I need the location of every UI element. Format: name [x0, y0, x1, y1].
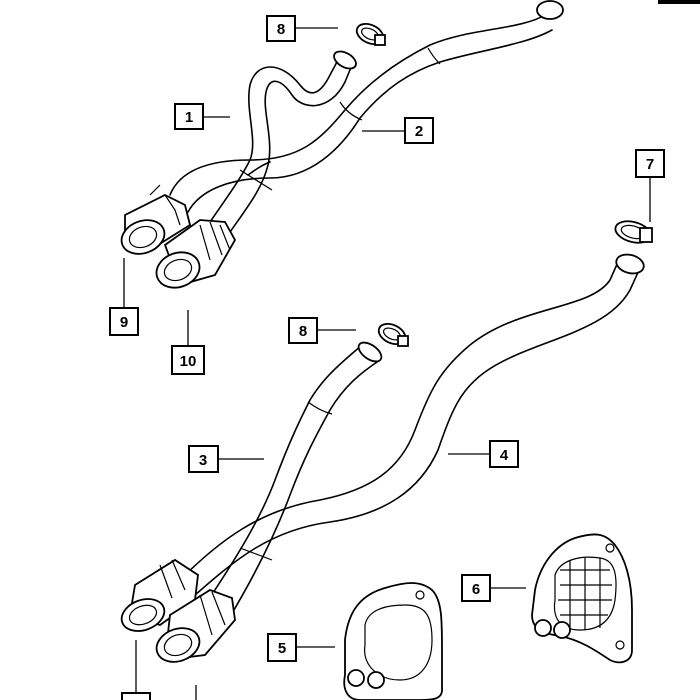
callout-8-top: 8	[266, 15, 296, 42]
quick-connector-lower-right	[155, 589, 236, 663]
callout-label: 5	[278, 640, 286, 657]
bracket-6	[531, 533, 633, 664]
quick-connector-9	[120, 184, 192, 255]
leader-lines	[123, 27, 651, 700]
callout-5: 5	[267, 633, 297, 662]
quick-connector-10	[155, 219, 237, 289]
lower-hose-assembly	[120, 253, 645, 663]
callout-10: 10	[171, 345, 205, 375]
callout-label: 10	[180, 353, 197, 370]
callout-7: 7	[635, 149, 665, 178]
hose-clamp-8-top	[355, 23, 386, 46]
callout-9: 9	[109, 307, 139, 336]
callout-1: 1	[174, 103, 204, 130]
callout-label: 9	[120, 314, 128, 331]
callout-label: 1	[185, 109, 193, 126]
callout-label: 4	[500, 447, 509, 464]
corner-mark	[658, 0, 700, 4]
callout-8-lower: 8	[288, 317, 318, 344]
hose-clamp-7	[614, 220, 653, 244]
hose-clamp-8-lower	[377, 323, 409, 347]
callout-box-partial-bottom	[121, 692, 151, 700]
callout-2: 2	[404, 117, 434, 144]
callout-label: 6	[472, 581, 480, 598]
upper-hose-assembly	[120, 0, 564, 289]
callout-6: 6	[461, 574, 491, 602]
callout-label: 7	[646, 156, 654, 173]
callout-label: 3	[199, 452, 207, 469]
callout-3: 3	[188, 445, 219, 473]
callout-4: 4	[489, 440, 519, 468]
callout-label: 8	[277, 21, 285, 38]
callout-label: 8	[299, 323, 307, 340]
bracket-5	[343, 582, 443, 700]
callout-label: 2	[415, 123, 423, 140]
